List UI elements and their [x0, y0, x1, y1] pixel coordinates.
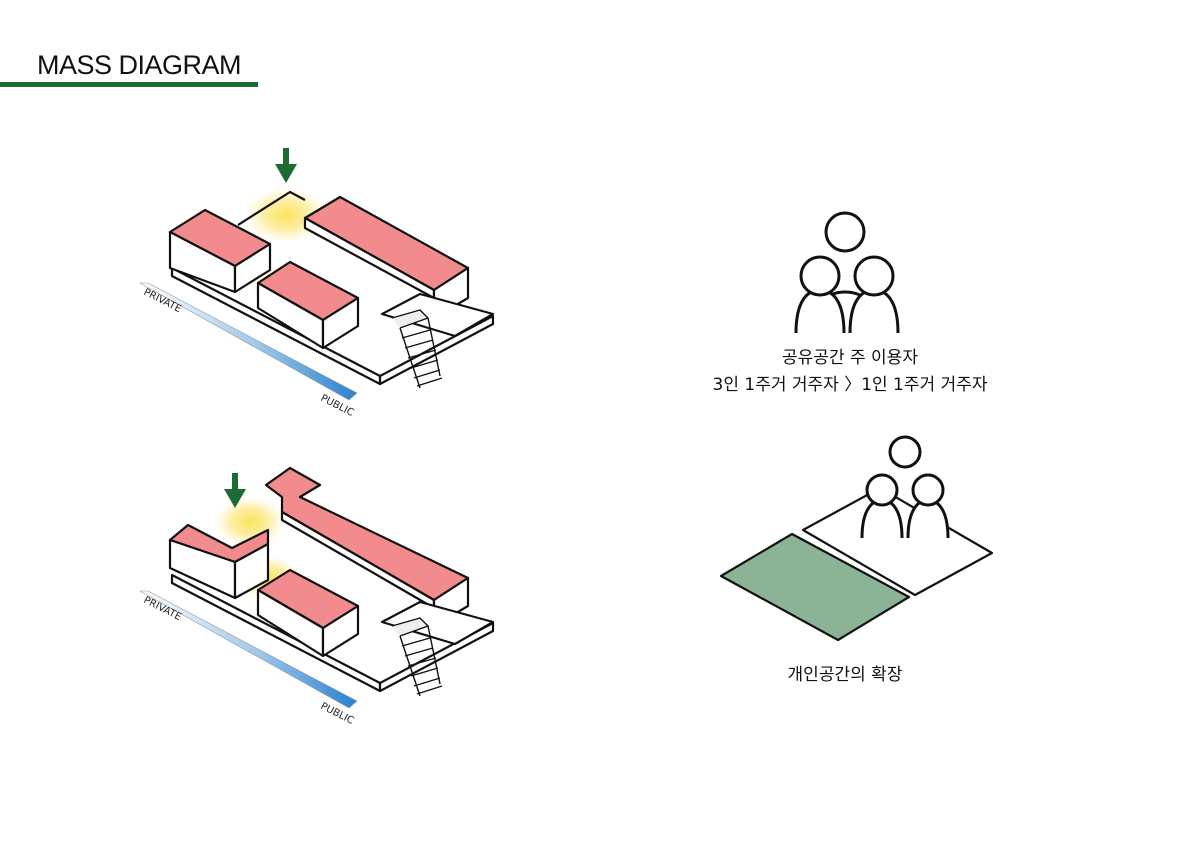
- people-group-icon: [794, 211, 900, 334]
- private-public-gradient: [139, 282, 358, 401]
- title-underline: [0, 82, 258, 87]
- mass-diagram-bottom: [139, 466, 495, 709]
- mass-diagram-top: [139, 148, 495, 401]
- down-arrow-icon: [224, 473, 246, 508]
- private-public-gradient: [139, 590, 358, 709]
- personal-space-icon: [719, 435, 994, 642]
- users-caption-line1: 공유공간 주 이용자: [782, 348, 918, 368]
- private-space-caption: 개인공간의 확장: [787, 665, 903, 685]
- shared-floor-plate: [801, 486, 994, 597]
- down-arrow-icon: [275, 148, 297, 183]
- right-block-top: [303, 195, 470, 292]
- page-title: MASS DIAGRAM: [37, 50, 242, 80]
- stairs: [391, 309, 443, 389]
- users-caption: 공유공간 주 이용자 3인 1주거 거주자 〉1인 1주거 거주자: [700, 345, 1000, 399]
- people-group-small-icon: [860, 435, 950, 539]
- private-floor-plate: [719, 532, 911, 642]
- users-caption-line2: 3인 1주거 거주자 〉1인 1주거 거주자: [712, 375, 988, 395]
- stairs: [391, 617, 443, 697]
